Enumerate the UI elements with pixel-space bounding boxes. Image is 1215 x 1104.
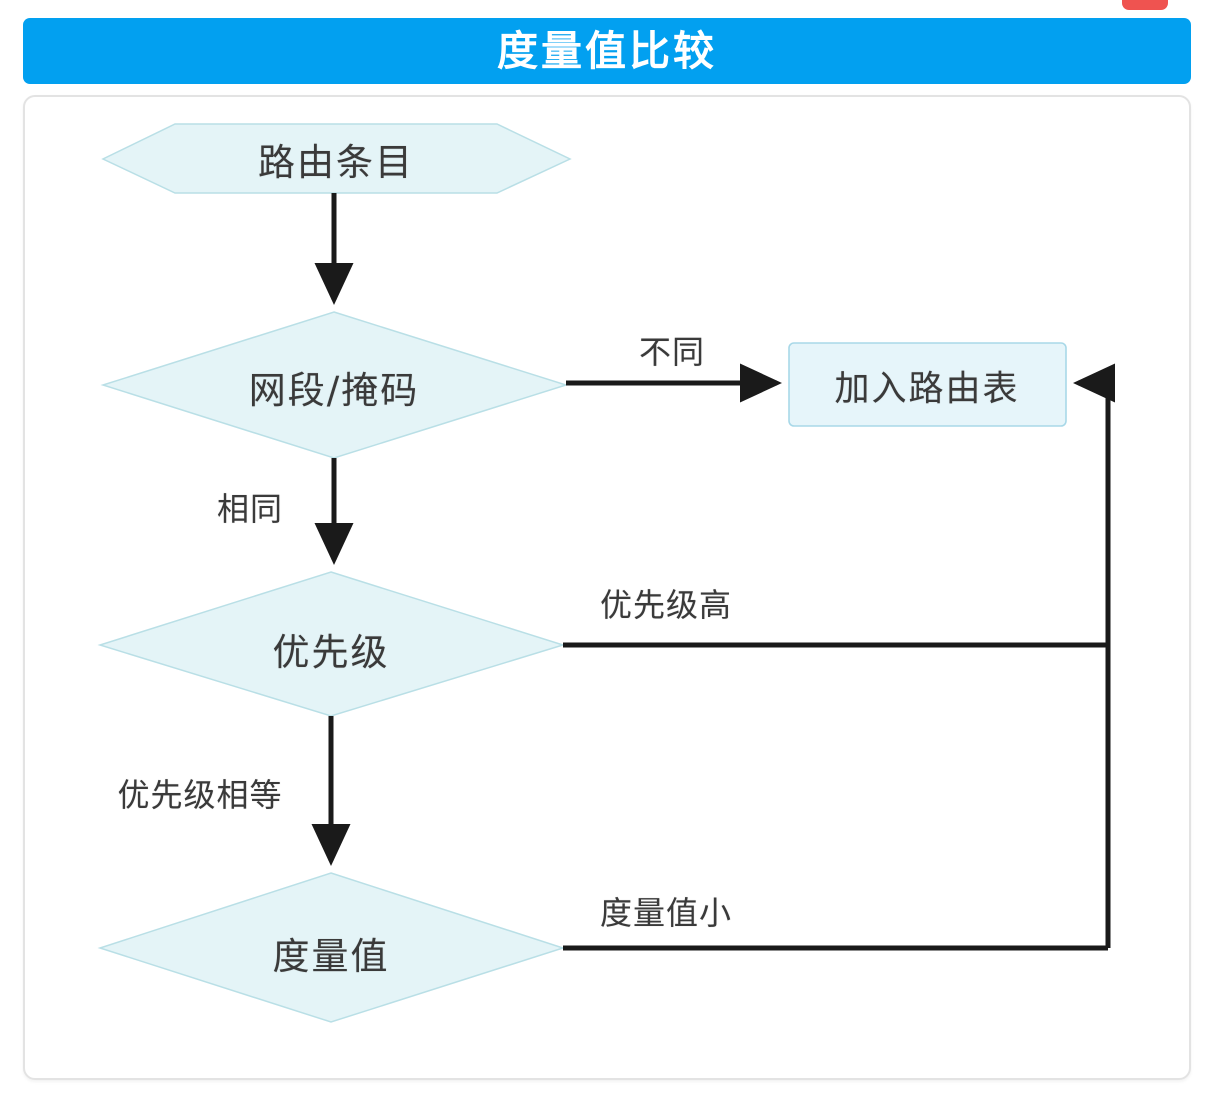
node-label-network-mask: 网段/掩码 [248, 369, 420, 412]
node-label-route-entry: 路由条目 [258, 141, 414, 184]
edge-label-different: 不同 [638, 333, 706, 371]
edge-label-priority-high: 优先级高 [599, 586, 733, 624]
node-label-metric: 度量值 [272, 935, 390, 978]
red-pill-artifact-icon [1122, 0, 1168, 10]
edge-label-priority-equal: 优先级相等 [117, 776, 283, 814]
node-label-priority: 优先级 [272, 631, 390, 674]
edge-label-same: 相同 [216, 490, 284, 528]
edge-label-metric-small: 度量值小 [599, 894, 733, 932]
page-title: 度量值比较 [497, 26, 717, 75]
page-title-banner: 度量值比较 [23, 18, 1191, 84]
node-label-add-to-routing-table: 加入路由表 [834, 369, 1020, 410]
